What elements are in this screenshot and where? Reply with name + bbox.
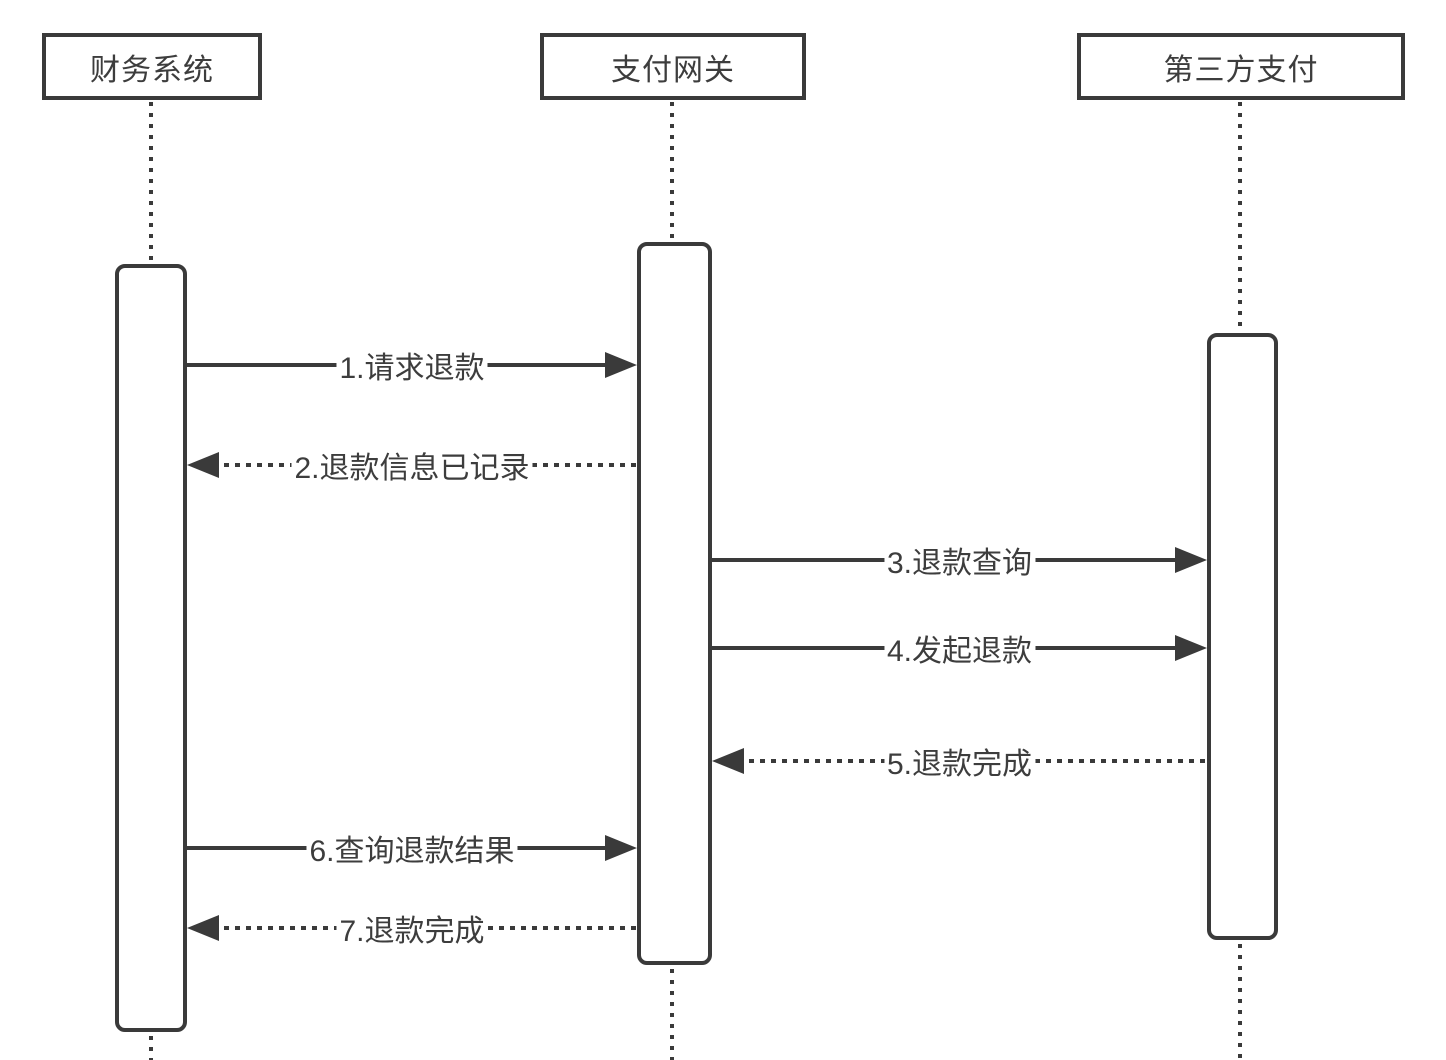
message-6-label: 6.查询退款结果 xyxy=(306,826,518,870)
lifeline-finance-system-upper xyxy=(149,102,153,264)
message-4: 4.发起退款 xyxy=(712,626,1207,670)
actor-box-payment-gateway: 支付网关 xyxy=(540,33,806,100)
actor-label-finance-system: 财务系统 xyxy=(90,53,214,87)
arrowhead-left-icon xyxy=(712,748,744,774)
message-3: 3.退款查询 xyxy=(712,538,1207,582)
message-6: 6.查询退款结果 xyxy=(187,826,637,870)
actor-label-payment-gateway: 支付网关 xyxy=(611,53,735,87)
arrowhead-right-icon xyxy=(1175,635,1207,661)
message-1-label: 1.请求退款 xyxy=(336,343,488,387)
message-5: 5.退款完成 xyxy=(712,739,1207,783)
actor-label-third-party-payment: 第三方支付 xyxy=(1163,53,1319,87)
lifeline-finance-system-lower xyxy=(149,1036,153,1060)
message-3-label: 3.退款查询 xyxy=(883,538,1036,582)
message-7: 7.退款完成 xyxy=(187,906,637,950)
lifeline-third-party-payment-lower xyxy=(1238,944,1242,1060)
message-7-label: 7.退款完成 xyxy=(336,906,488,950)
lifeline-third-party-payment-upper xyxy=(1238,102,1242,333)
activation-bar-payment-gateway xyxy=(637,242,712,965)
lifeline-payment-gateway-lower xyxy=(670,969,674,1060)
activation-bar-finance-system xyxy=(115,264,187,1032)
message-5-label: 5.退款完成 xyxy=(883,739,1036,783)
arrowhead-left-icon xyxy=(187,915,219,941)
message-2-label: 2.退款信息已记录 xyxy=(291,443,533,487)
arrowhead-right-icon xyxy=(1175,547,1207,573)
actor-box-third-party-payment: 第三方支付 xyxy=(1077,33,1405,100)
message-2: 2.退款信息已记录 xyxy=(187,443,637,487)
arrowhead-right-icon xyxy=(605,835,637,861)
lifeline-payment-gateway-upper xyxy=(670,102,674,242)
activation-bar-third-party-payment xyxy=(1207,333,1278,940)
message-1: 1.请求退款 xyxy=(187,343,637,387)
arrowhead-right-icon xyxy=(605,352,637,378)
arrowhead-left-icon xyxy=(187,452,219,478)
actor-box-finance-system: 财务系统 xyxy=(42,33,262,100)
message-4-label: 4.发起退款 xyxy=(883,626,1036,670)
